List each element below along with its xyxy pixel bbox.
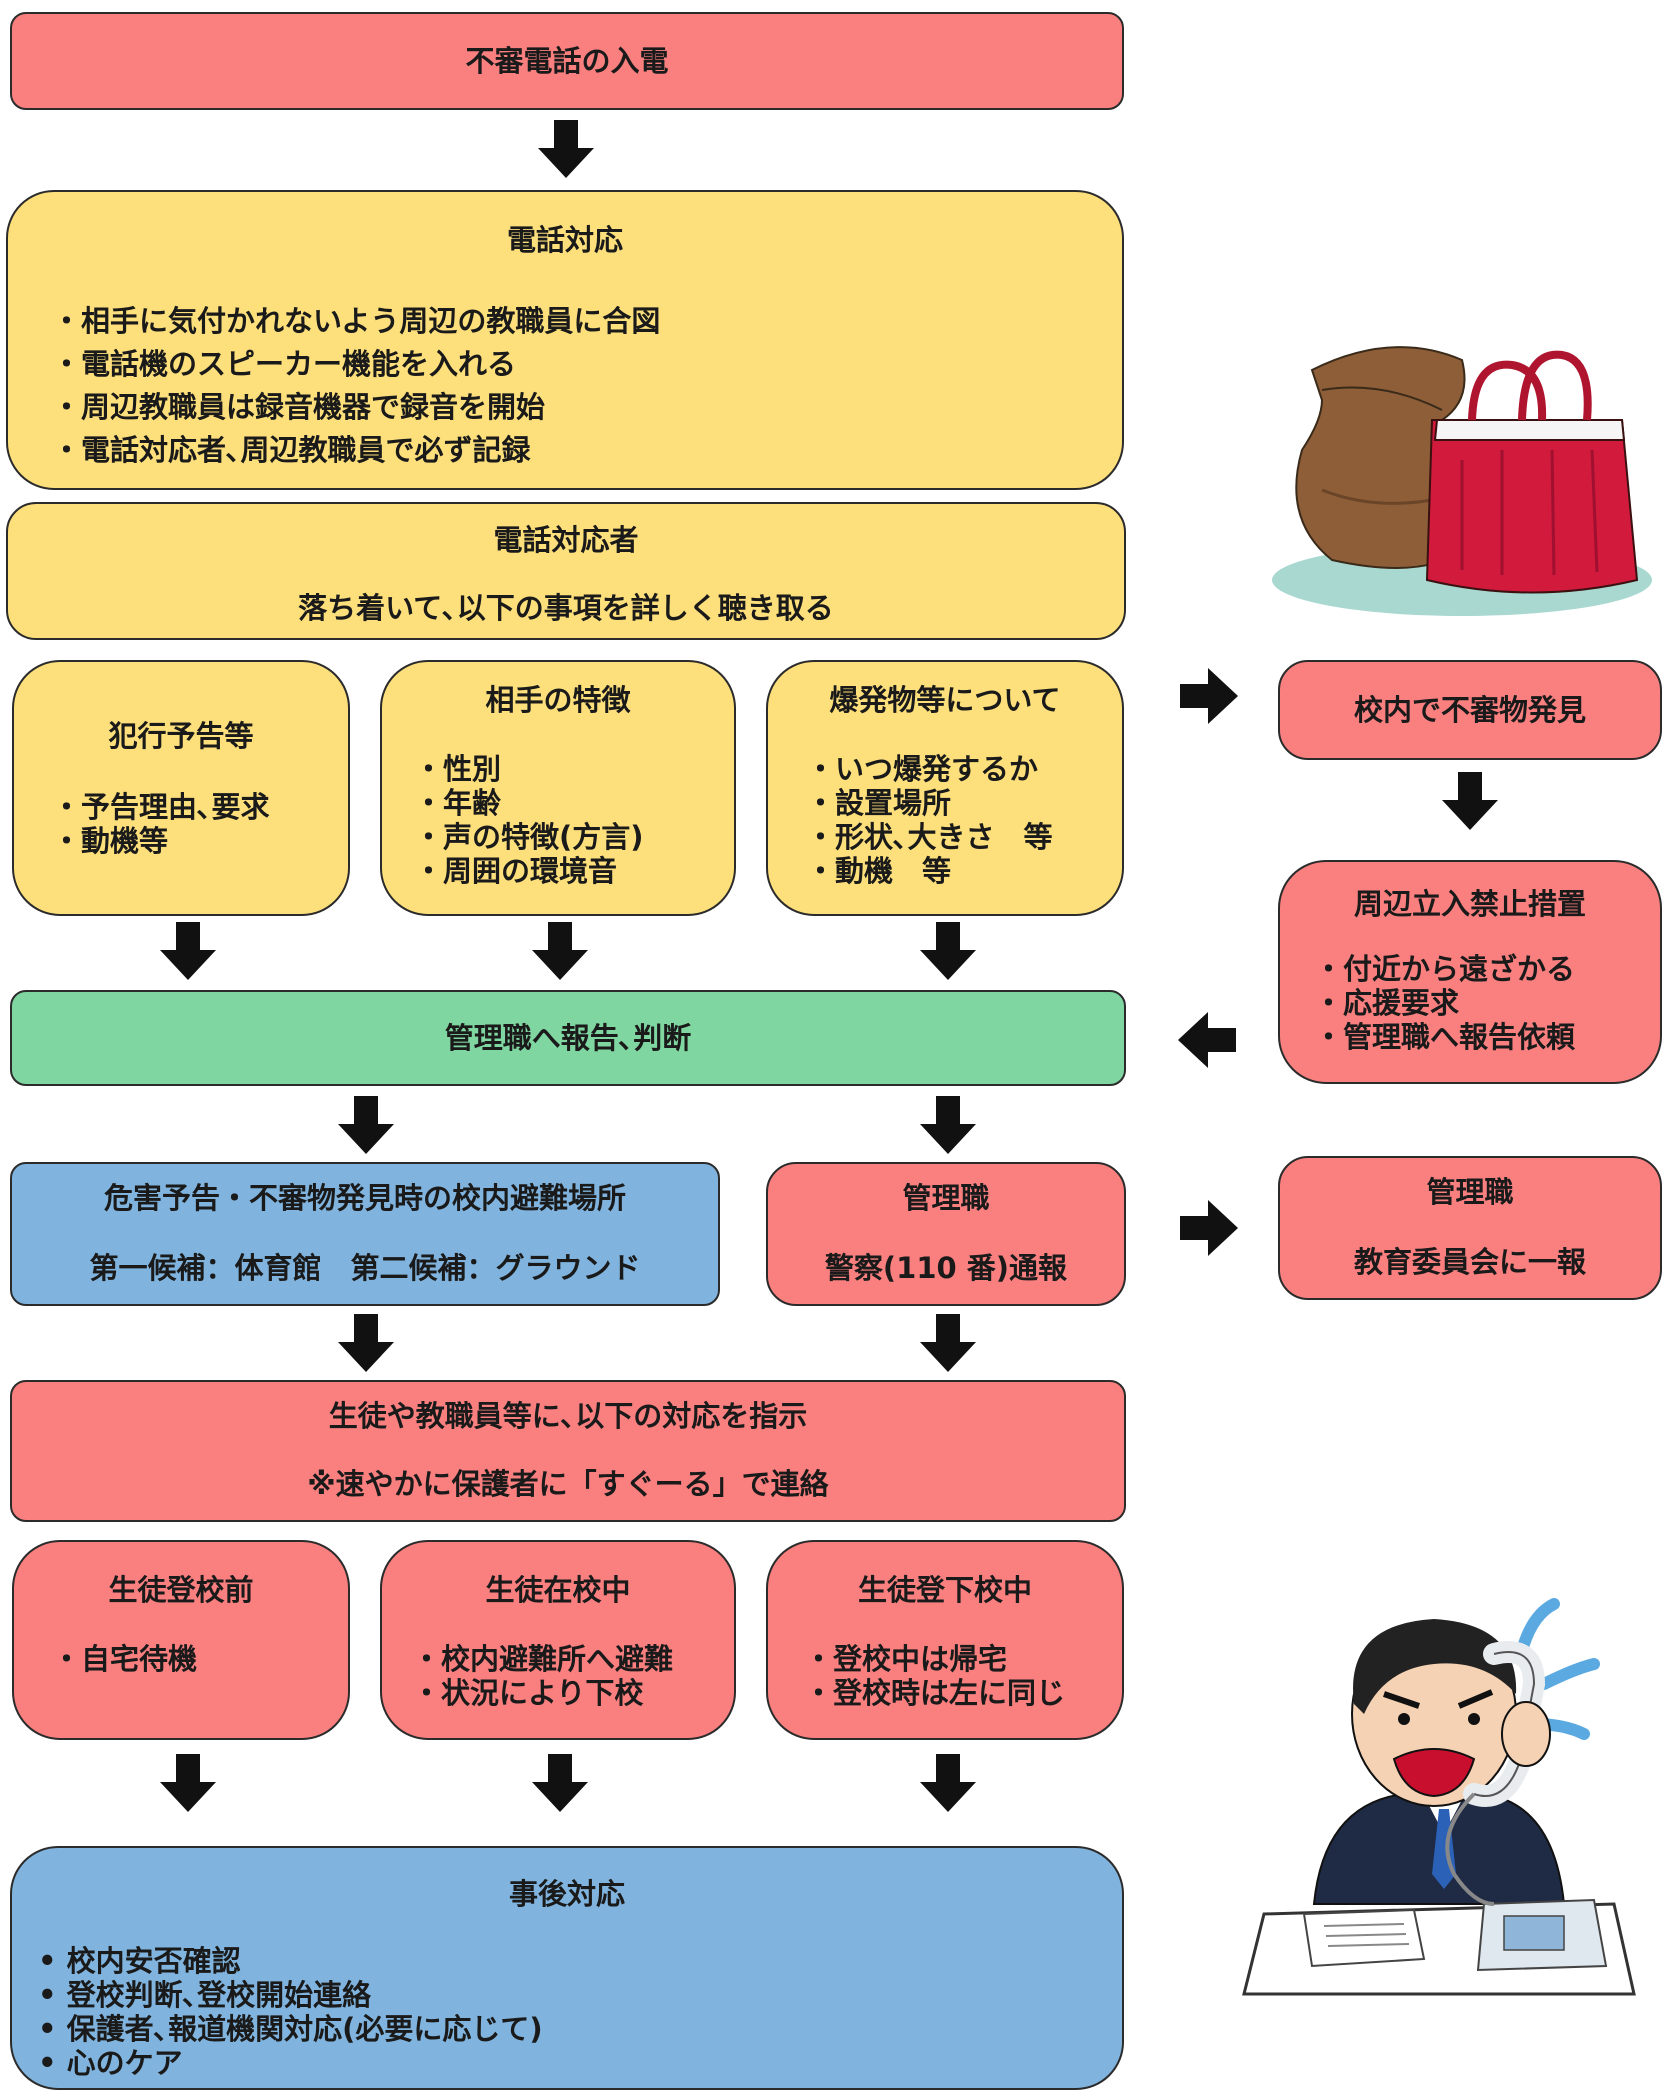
arrow-down-icon (158, 1754, 218, 1814)
list-item: ・いつ爆発するか (806, 752, 1039, 786)
suspicious-bags-illustration (1262, 310, 1662, 630)
before-school-list: ・自宅待機 (52, 1642, 197, 1676)
aftercare-title: 事後対応 (508, 1877, 625, 1911)
at-school-title: 生徒在校中 (485, 1573, 631, 1607)
restrict-area-box: 周辺立入禁止措置 ・付近から遠ざかる ・応援要求 ・管理職へ報告依頼 (1278, 860, 1662, 1084)
list-item: ・動機等 (52, 824, 169, 858)
incoming-call-box: 不審電話の入電 (10, 12, 1124, 110)
arrow-right-icon (1180, 1198, 1240, 1258)
arrow-down-icon (918, 1754, 978, 1814)
arrow-down-icon (336, 1314, 396, 1374)
manager-board-title: 管理職 (1426, 1175, 1514, 1209)
arrow-down-icon (530, 1754, 590, 1814)
panicked-phone-caller-illustration (1234, 1574, 1654, 1998)
aftercare-box: 事後対応 • 校内安否確認 • 登校判断､登校開始連絡 • 保護者､報道機関対応… (10, 1846, 1124, 2090)
arrow-down-icon (530, 922, 590, 982)
list-item: ・電話機のスピーカー機能を入れる (52, 347, 517, 381)
crime-notice-box: 犯行予告等 ・予告理由､要求 ・動機等 (12, 660, 350, 916)
crime-notice-title: 犯行予告等 (108, 719, 254, 753)
phone-response-box: 電話対応 ・相手に気付かれないよう周辺の教職員に合図 ・電話機のスピーカー機能を… (6, 190, 1124, 490)
caller-traits-box: 相手の特徴 ・性別 ・年齢 ・声の特徴(方言) ・周囲の環境音 (380, 660, 736, 916)
list-item: ・設置場所 (806, 786, 952, 820)
list-item: ・相手に気付かれないよう周辺の教職員に合図 (52, 304, 661, 338)
evacuation-title: 危害予告・不審物発見時の校内避難場所 (103, 1181, 626, 1215)
list-item: ・付近から遠ざかる (1314, 952, 1576, 986)
manager-board-subtitle: 教育委員会に一報 (1353, 1245, 1586, 1279)
list-item: ・予告理由､要求 (52, 790, 270, 824)
list-item: ・登校中は帰宅 (804, 1642, 1008, 1676)
arrow-left-icon (1176, 1010, 1236, 1070)
at-school-box: 生徒在校中 ・校内避難所へ避難 ・状況により下校 (380, 1540, 736, 1740)
explosives-box: 爆発物等について ・いつ爆発するか ・設置場所 ・形状､大きさ 等 ・動機 等 (766, 660, 1124, 916)
responder-box: 電話対応者 落ち着いて､以下の事項を詳しく聴き取る (6, 502, 1126, 640)
phone-response-list: ・相手に気付かれないよう周辺の教職員に合図 ・電話機のスピーカー機能を入れる ・… (52, 300, 1052, 472)
arrow-down-icon (1440, 772, 1500, 832)
before-school-title: 生徒登校前 (108, 1573, 254, 1607)
manager-police-box: 管理職 警察(110 番)通報 (766, 1162, 1126, 1306)
responder-title: 電話対応者 (493, 523, 639, 557)
evacuation-subtitle: 第一候補：体育館 第二候補：グラウンド (89, 1251, 641, 1285)
instruct-subtitle: ※速やかに保護者に「すぐーる」で連絡 (307, 1467, 829, 1501)
suspicious-found-title: 校内で不審物発見 (1353, 692, 1586, 727)
restrict-area-list: ・付近から遠ざかる ・応援要求 ・管理職へ報告依頼 (1314, 952, 1575, 1054)
at-school-list: ・校内避難所へ避難 ・状況により下校 (412, 1642, 673, 1710)
commuting-title: 生徒登下校中 (857, 1573, 1032, 1607)
restrict-area-title: 周辺立入禁止措置 (1353, 887, 1586, 921)
manager-board-box: 管理職 教育委員会に一報 (1278, 1156, 1662, 1300)
instruct-box: 生徒や教職員等に､以下の対応を指示 ※速やかに保護者に「すぐーる」で連絡 (10, 1380, 1126, 1522)
commuting-list: ・登校中は帰宅 ・登校時は左に同じ (804, 1642, 1065, 1710)
list-item: ・状況により下校 (412, 1676, 644, 1710)
list-item: ・電話対応者､周辺教職員で必ず記録 (52, 433, 531, 467)
list-item: ・管理職へ報告依頼 (1314, 1020, 1576, 1054)
list-item: ・校内避難所へ避難 (412, 1642, 674, 1676)
report-manager-box: 管理職へ報告､判断 (10, 990, 1126, 1086)
explosives-title: 爆発物等について (829, 683, 1061, 717)
suspicious-found-box: 校内で不審物発見 (1278, 660, 1662, 760)
arrow-down-icon (918, 922, 978, 982)
explosives-list: ・いつ爆発するか ・設置場所 ・形状､大きさ 等 ・動機 等 (806, 752, 1053, 888)
evacuation-box: 危害予告・不審物発見時の校内避難場所 第一候補：体育館 第二候補：グラウンド (10, 1162, 720, 1306)
list-item: • 校内安否確認 (38, 1944, 241, 1978)
manager-police-subtitle: 警察(110 番)通報 (824, 1251, 1068, 1285)
arrow-down-icon (158, 922, 218, 982)
arrow-down-icon (918, 1096, 978, 1156)
list-item: • 登校判断､登校開始連絡 (38, 1978, 372, 2012)
aftercare-list: • 校内安否確認 • 登校判断､登校開始連絡 • 保護者､報道機関対応(必要に応… (38, 1944, 543, 2080)
arrow-right-icon (1180, 666, 1240, 726)
caller-traits-list: ・性別 ・年齢 ・声の特徴(方言) ・周囲の環境音 (414, 752, 644, 888)
phone-response-title: 電話対応 (506, 223, 623, 257)
list-item: ・性別 (414, 752, 502, 786)
incoming-call-title: 不審電話の入電 (465, 43, 669, 78)
list-item: ・登校時は左に同じ (804, 1676, 1066, 1710)
list-item: ・声の特徴(方言) (414, 820, 644, 854)
before-school-box: 生徒登校前 ・自宅待機 (12, 1540, 350, 1740)
list-item: ・年齢 (414, 786, 502, 820)
list-item: ・動機 等 (806, 854, 952, 888)
list-item: ・応援要求 (1314, 986, 1460, 1020)
list-item: ・周辺教職員は録音機器で録音を開始 (52, 390, 546, 424)
crime-notice-list: ・予告理由､要求 ・動機等 (52, 790, 270, 858)
caller-traits-title: 相手の特徴 (485, 683, 631, 717)
list-item: ・形状､大きさ 等 (806, 820, 1053, 854)
list-item: ・周囲の環境音 (414, 854, 618, 888)
instruct-title: 生徒や教職員等に､以下の対応を指示 (328, 1399, 808, 1433)
report-manager-title: 管理職へ報告､判断 (444, 1020, 692, 1055)
list-item: • 心のケア (38, 2046, 183, 2080)
list-item: • 保護者､報道機関対応(必要に応じて) (38, 2012, 543, 2046)
commuting-box: 生徒登下校中 ・登校中は帰宅 ・登校時は左に同じ (766, 1540, 1124, 1740)
responder-subtitle: 落ち着いて､以下の事項を詳しく聴き取る (298, 591, 834, 625)
arrow-down-icon (918, 1314, 978, 1374)
list-item: ・自宅待機 (52, 1642, 198, 1676)
arrow-down-icon (536, 120, 596, 180)
arrow-down-icon (336, 1096, 396, 1156)
manager-police-title: 管理職 (902, 1181, 990, 1215)
